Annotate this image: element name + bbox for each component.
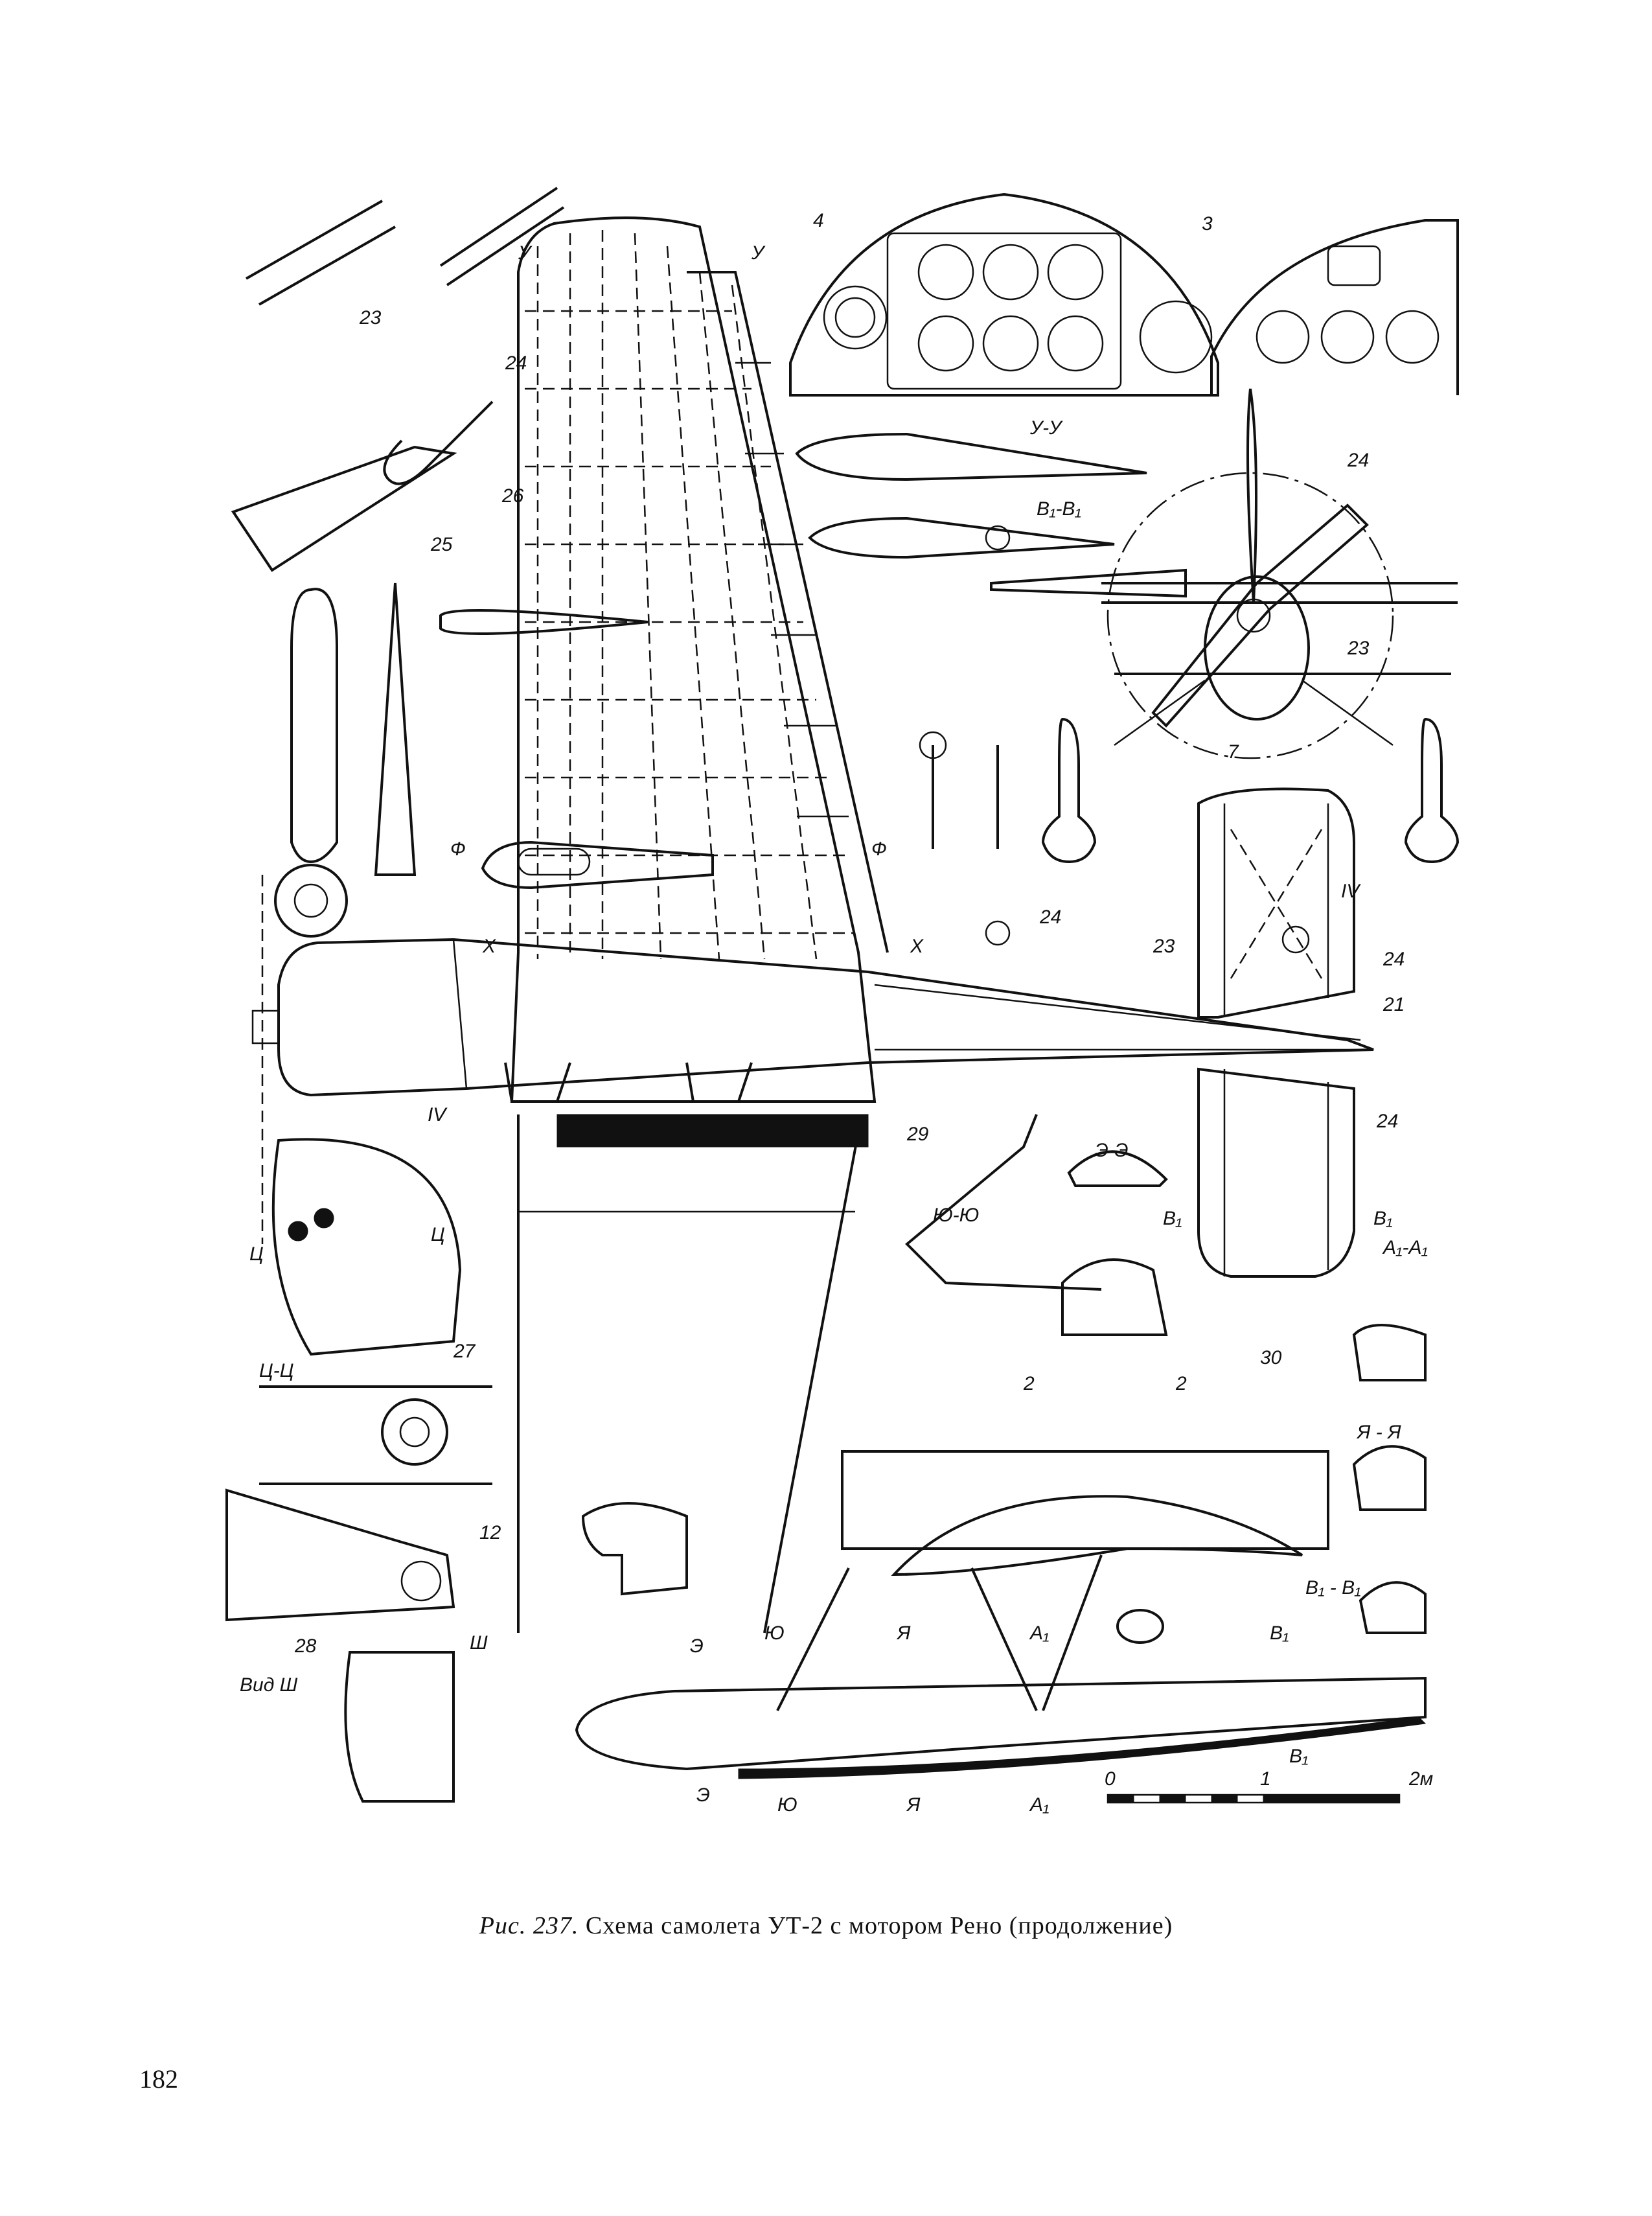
float-station-B1-bottom: В₁ xyxy=(1289,1746,1308,1767)
airfoil-sections xyxy=(439,432,1187,635)
stabilizer-planform xyxy=(1197,787,1355,1278)
float-station-E-bottom: Э xyxy=(696,1784,710,1806)
control-rod-details xyxy=(231,187,1011,946)
section-IV-b: IV xyxy=(428,1104,448,1125)
label-2-b: 2 xyxy=(1175,1373,1187,1394)
section-A1A1: А₁-А₁ xyxy=(1382,1237,1428,1258)
label-23-stab: 23 xyxy=(1153,936,1175,957)
scale-label-0: 0 xyxy=(1105,1768,1116,1790)
section-YuYu: Ю-Ю xyxy=(933,1205,979,1226)
instrument-panel-rear xyxy=(1210,219,1459,395)
section-U-right: У xyxy=(751,242,766,264)
arrow-Sh: Ш xyxy=(470,1632,488,1654)
section-CC: Ц-Ц xyxy=(259,1360,294,1381)
label-26: 26 xyxy=(501,485,524,507)
section-X-right: Х xyxy=(910,936,924,957)
section-F-left: Ф xyxy=(450,838,466,860)
float-station-Ya-bottom: Я xyxy=(906,1794,921,1816)
wing-planform xyxy=(510,216,889,1103)
float-station-A1-bottom: А₁ xyxy=(1029,1794,1049,1816)
section-EE: Э-Э xyxy=(1095,1140,1129,1161)
figure-caption: Рис. 237. Схема самолета УТ-2 с мотором … xyxy=(0,1911,1652,1940)
scale-bar xyxy=(1107,1794,1401,1804)
section-B1-a: В₁ xyxy=(1163,1208,1182,1229)
label-24-stab: 24 xyxy=(1382,949,1405,970)
scale-label-2: 2м xyxy=(1408,1768,1433,1790)
label-24-front: 24 xyxy=(1347,450,1369,471)
label-24-stab-b: 24 xyxy=(1376,1111,1398,1132)
instrument-panel-front xyxy=(789,192,1219,397)
figure-caption-lead: Рис. 237. xyxy=(479,1912,579,1939)
label-21: 21 xyxy=(1382,994,1405,1015)
label-3: 3 xyxy=(1202,213,1213,235)
section-X-left: Х xyxy=(482,936,496,957)
label-12: 12 xyxy=(479,1522,501,1543)
page-number: 182 xyxy=(139,2064,178,2094)
cockpit-canopy xyxy=(481,840,714,890)
section-B1B1: В₁-В₁ xyxy=(1037,498,1081,520)
section-YaYa: Я - Я xyxy=(1356,1422,1401,1443)
label-24-top: 24 xyxy=(505,352,527,374)
label-30: 30 xyxy=(1260,1347,1282,1368)
section-B1-b: В₁ xyxy=(1373,1208,1392,1229)
label-24-rod: 24 xyxy=(1039,906,1061,928)
float-station-Yu-bottom: Ю xyxy=(777,1794,797,1816)
scale-label-1: 1 xyxy=(1260,1768,1271,1790)
label-2-a: 2 xyxy=(1023,1373,1035,1394)
label-29: 29 xyxy=(906,1124,929,1145)
float-station-A1: А₁ xyxy=(1029,1622,1049,1644)
view-Sh: Вид Ш xyxy=(240,1674,298,1696)
label-25: 25 xyxy=(430,534,453,555)
aircraft-front-view xyxy=(1041,388,1460,864)
label-27: 27 xyxy=(453,1341,476,1362)
joint-details xyxy=(225,1138,688,1803)
float-station-Yu: Ю xyxy=(764,1622,785,1644)
propeller-views xyxy=(261,583,417,1244)
section-B1B1-b: В₁ - В₁ xyxy=(1305,1577,1361,1599)
section-F-right: Ф xyxy=(871,838,887,860)
float-station-B1: В₁ xyxy=(1270,1622,1289,1644)
section-C-right: Ц xyxy=(431,1224,445,1245)
section-U-left: У xyxy=(518,242,533,264)
section-IV-a: IV xyxy=(1341,881,1361,902)
label-7: 7 xyxy=(1228,741,1239,763)
float-station-E: Э xyxy=(690,1635,704,1657)
fuselage-side-view xyxy=(251,938,1374,1633)
label-23-top: 23 xyxy=(359,307,382,329)
float-assembly xyxy=(575,1114,1427,1779)
section-C-left: Ц xyxy=(249,1243,264,1265)
label-28: 28 xyxy=(294,1635,317,1657)
float-station-Ya: Я xyxy=(896,1622,911,1644)
section-UU: У-У xyxy=(1029,417,1063,439)
label-4: 4 xyxy=(813,210,824,231)
figure-caption-text: Схема самолета УТ-2 с мотором Рено (прод… xyxy=(585,1912,1173,1939)
label-23-front: 23 xyxy=(1347,638,1370,659)
